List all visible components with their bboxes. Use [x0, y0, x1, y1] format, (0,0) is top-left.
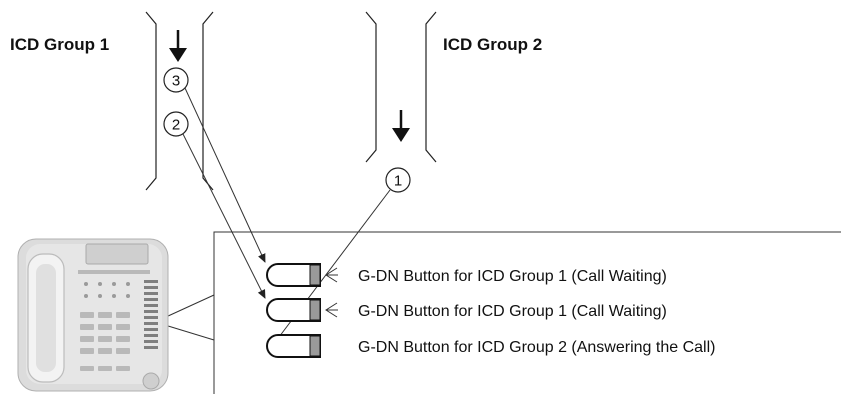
icd-group-2-label: ICD Group 2 [443, 35, 542, 54]
flashing-lamp-icon [325, 302, 338, 318]
telephone-icon [17, 238, 169, 392]
gdn-button-2: G-DN Button for ICD Group 1 (Call Waitin… [266, 298, 667, 322]
gdn-button-1-label: G-DN Button for ICD Group 1 (Call Waitin… [358, 268, 667, 285]
gdn-button-3: G-DN Button for ICD Group 2 (Answering t… [266, 334, 715, 358]
svg-text:3: 3 [172, 73, 180, 90]
call-1-marker: 1 [385, 167, 411, 193]
call-2-marker: 2 [163, 111, 189, 137]
svg-text:2: 2 [172, 117, 180, 134]
down-arrow-icon [392, 110, 410, 142]
connector-call-3 [184, 87, 266, 263]
call-3-marker: 3 [163, 67, 189, 93]
flashing-lamp-icon [325, 267, 338, 283]
gdn-button-3-label: G-DN Button for ICD Group 2 (Answering t… [358, 339, 715, 356]
queue-channel-group-1 [145, 11, 214, 191]
icd-group-1-label: ICD Group 1 [10, 35, 109, 54]
connector-call-2 [182, 133, 266, 299]
queue-channel-group-2 [365, 11, 437, 163]
svg-text:1: 1 [394, 173, 402, 190]
gdn-button-1: G-DN Button for ICD Group 1 (Call Waitin… [266, 263, 667, 287]
gdn-button-2-label: G-DN Button for ICD Group 1 (Call Waitin… [358, 303, 667, 320]
down-arrow-icon [169, 30, 187, 62]
